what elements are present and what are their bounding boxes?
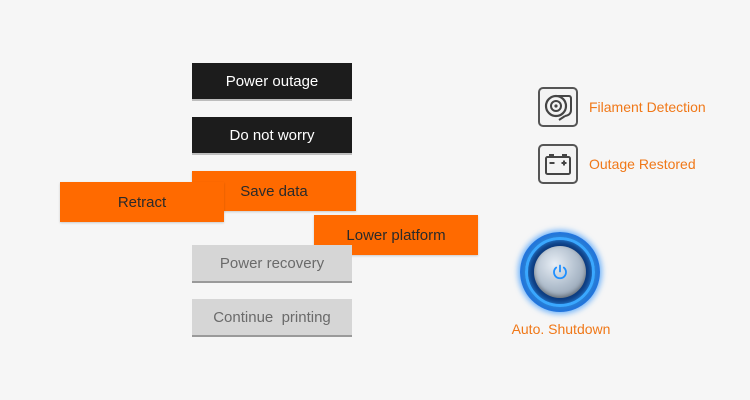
auto-shutdown-button[interactable] [520,232,600,312]
continue-printing-button[interactable]: Continue printing [192,299,352,337]
filament-detection-label: Filament Detection [589,99,706,115]
filament-detection-feature: Filament Detection [538,87,706,127]
retract-label: Retract [117,193,167,211]
outage-restored-label: Outage Restored [589,156,696,172]
filament-spool-icon [538,87,578,127]
lower-platform-label: Lower platform [346,226,446,244]
power-outage-label: Power outage [225,72,319,90]
continue-printing-label: Continue printing [213,308,331,326]
power-icon [534,246,586,298]
do-not-worry-button[interactable]: Do not worry [192,117,352,155]
outage-restored-feature: Outage Restored [538,144,696,184]
auto-shutdown-label: Auto. Shutdown [511,321,611,337]
battery-icon [538,144,578,184]
glow-ring [525,237,595,307]
power-recovery-label: Power recovery [219,254,325,272]
power-recovery-button[interactable]: Power recovery [192,245,352,283]
retract-button[interactable]: Retract [60,182,224,222]
do-not-worry-label: Do not worry [229,126,315,144]
save-data-label: Save data [240,182,308,200]
power-outage-button[interactable]: Power outage [192,63,352,101]
